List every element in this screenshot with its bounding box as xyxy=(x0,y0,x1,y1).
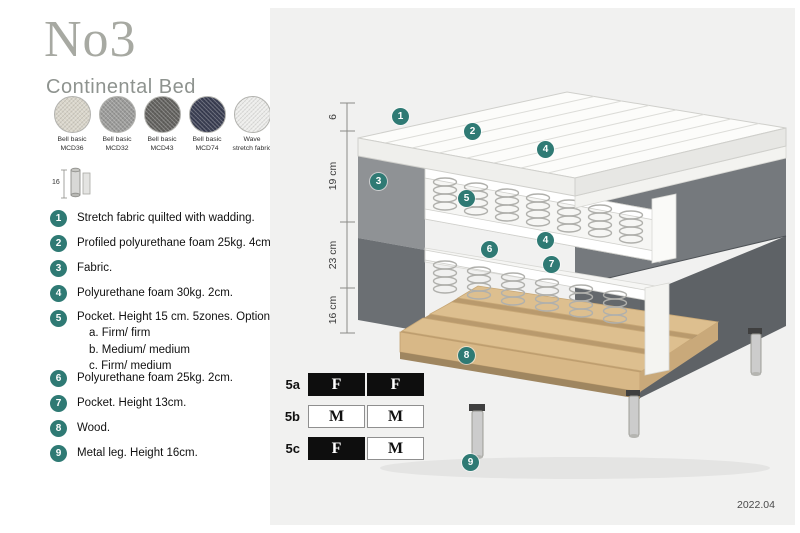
firmness-row-5a: 5a F F xyxy=(276,373,424,396)
legend-item-3: 3 Fabric. xyxy=(50,260,112,277)
legend-item-7: 7 Pocket. Height 13cm. xyxy=(50,395,186,412)
firmness-row-5c: 5c F M xyxy=(276,437,424,460)
legend-item-2: 2 Profiled polyurethane foam 25kg. 4cm. xyxy=(50,235,274,252)
legend-number-8: 8 xyxy=(50,420,67,437)
diagram-badge-4a: 4 xyxy=(537,141,554,158)
legend-text-7: Pocket. Height 13cm. xyxy=(77,397,187,410)
fabric-swatch-circle xyxy=(143,96,181,133)
legend-item-6: 6 Polyurethane foam 25kg. 2cm. xyxy=(50,370,233,387)
diagram-badge-5: 5 xyxy=(458,190,475,207)
diagram-badge-6: 6 xyxy=(481,241,498,258)
legend-number-3: 3 xyxy=(50,260,67,277)
firmness-label-5c: 5c xyxy=(285,441,300,456)
firmness-cell: F xyxy=(308,437,365,460)
legend-item-5: 5 Pocket. Height 15 cm. 5zones. Option: … xyxy=(50,310,273,374)
page-subtitle: Continental Bed xyxy=(46,76,196,98)
firmness-cells-5c: F M xyxy=(308,437,424,460)
dimension-label-19cm: 19 cm xyxy=(327,161,339,191)
legend-text-8: Wood. xyxy=(77,422,111,435)
diagram-badge-8: 8 xyxy=(458,347,475,364)
page-title: No3 xyxy=(44,11,137,68)
legend-text-4: Polyurethane foam 30kg. 2cm. xyxy=(77,287,233,300)
dimension-label-23cm: 23 cm xyxy=(327,240,339,270)
legend-item-9: 9 Metal leg. Height 16cm. xyxy=(50,445,198,462)
diagram-badge-9: 9 xyxy=(462,454,479,471)
fabric-swatch-circle xyxy=(188,96,226,133)
firmness-label-5b: 5b xyxy=(284,409,300,424)
diagram-badge-1: 1 xyxy=(392,108,409,125)
legend-text-6: Polyurethane foam 25kg. 2cm. xyxy=(77,372,233,385)
fabric-swatch-circle xyxy=(53,96,91,133)
firmness-cell: M xyxy=(308,405,365,428)
leg-height-label: 16 xyxy=(52,179,60,186)
legend-text-9: Metal leg. Height 16cm. xyxy=(77,447,198,460)
legend-item-1: 1 Stretch fabric quilted with wadding. xyxy=(50,210,255,227)
firmness-label-5a: 5a xyxy=(285,377,300,392)
leg-thumbnail: 16 xyxy=(52,165,102,207)
legend-option-c: c. Firm/ medium xyxy=(89,360,172,373)
legend-number-2: 2 xyxy=(50,235,67,252)
legend-number-4: 4 xyxy=(50,285,67,302)
top-mattress xyxy=(357,91,787,209)
legend-option-b: b. Medium/ medium xyxy=(89,343,190,356)
firmness-row-5b: 5b M M xyxy=(276,405,424,428)
legend-number-6: 6 xyxy=(50,370,67,387)
legend-item-4: 4 Polyurethane foam 30kg. 2cm. xyxy=(50,285,233,302)
left-fabric-bands xyxy=(358,156,425,332)
legend-text-3: Fabric. xyxy=(77,262,113,275)
legend-text-5: Pocket. Height 15 cm. 5zones. Option: a.… xyxy=(77,311,274,373)
firmness-cell: F xyxy=(367,373,424,396)
version-date: 2022.04 xyxy=(737,499,775,511)
dimension-bracket xyxy=(340,102,355,334)
fabric-swatch-circle xyxy=(233,96,271,133)
legend-item-8: 8 Wood. xyxy=(50,420,110,437)
bed-cutaway-illustration xyxy=(270,8,795,525)
dimension-label-16cm: 16 cm xyxy=(327,295,339,325)
legend-number-7: 7 xyxy=(50,395,67,412)
legend-text-1: Stretch fabric quilted with wadding. xyxy=(77,212,255,225)
legend-number-1: 1 xyxy=(50,210,67,227)
legend-number-9: 9 xyxy=(50,445,67,462)
legend-number-5: 5 xyxy=(50,310,67,327)
fabric-swatch-circle xyxy=(98,96,136,133)
firmness-cells-5a: F F xyxy=(308,373,424,396)
legend-option-a: a. Firm/ firm xyxy=(89,327,151,340)
legend-text-2: Profiled polyurethane foam 25kg. 4cm. xyxy=(77,237,274,250)
firmness-cells-5b: M M xyxy=(308,405,424,428)
firmness-cell: M xyxy=(367,405,424,428)
diagram-badge-7: 7 xyxy=(543,256,560,273)
diagram-badge-2: 2 xyxy=(464,123,481,140)
lower-cut-face xyxy=(424,247,670,376)
diagram-badge-3: 3 xyxy=(370,173,387,190)
firmness-cell: F xyxy=(308,373,365,396)
leg-thumbnail-icon xyxy=(61,167,91,199)
firmness-cell: M xyxy=(367,437,424,460)
dimension-label-top-pad: 6 xyxy=(327,114,339,120)
diagram-badge-4b: 4 xyxy=(537,232,554,249)
